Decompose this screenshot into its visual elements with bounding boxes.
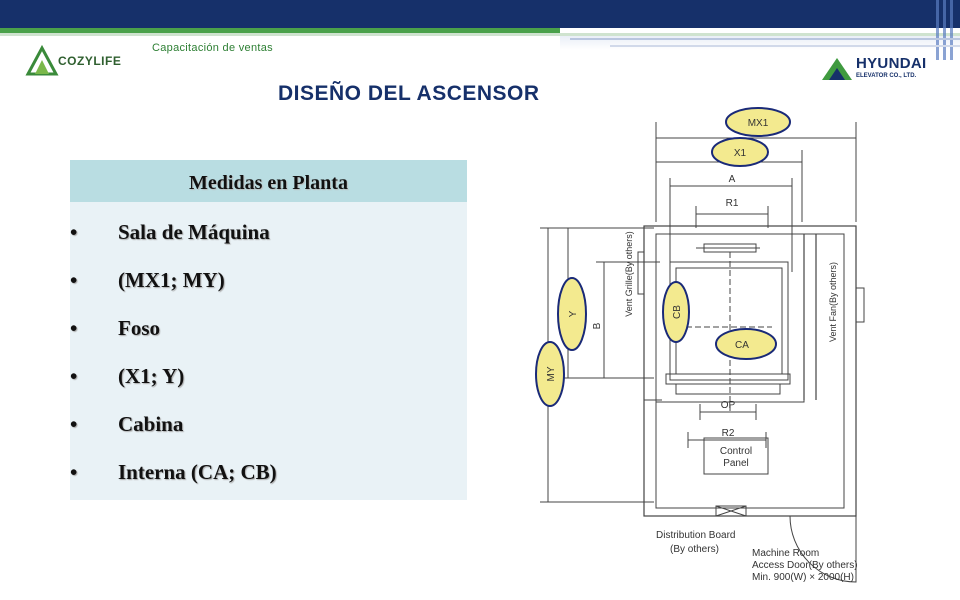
label-distribution-board-line2: (By others) [670, 544, 719, 555]
cozylife-mark-icon [25, 44, 59, 76]
label-a: A [729, 174, 736, 185]
label-distribution-board-line1: Distribution Board [656, 530, 735, 541]
label-my: MY [546, 366, 557, 381]
bullet-icon: • [70, 460, 78, 484]
label-control-panel-line2: Panel [723, 458, 749, 469]
header-rule [610, 45, 960, 47]
list-item-text: Foso [118, 316, 160, 340]
label-r2: R2 [722, 428, 735, 439]
floor-measures-panel: Medidas en Planta • Sala de Máquina • (MX1… [70, 160, 467, 500]
list-item: • Sala de Máquina [70, 220, 467, 268]
cozylife-logo-text: COZYLIFE [58, 54, 122, 68]
hyundai-logo: HYUNDAI ELEVATOR CO., LTD. [818, 52, 948, 86]
bullet-icon: • [70, 412, 78, 436]
highlight-markers [535, 107, 791, 407]
list-item-text: Interna (CA; CB) [118, 460, 277, 484]
label-mx1: MX1 [748, 118, 769, 129]
label-x1: X1 [734, 148, 747, 159]
label-vent-grille: Vent Grille(By others) [624, 231, 634, 317]
list-item-text: (MX1; MY) [118, 268, 225, 292]
label-access-door-line2: Access Door(By others) [752, 560, 858, 571]
bullet-icon: • [70, 220, 78, 244]
banner-stripe [950, 0, 953, 60]
bullet-icon: • [70, 364, 78, 388]
banner-stripe [936, 0, 939, 60]
label-vent-fan: Vent Fan(By others) [828, 262, 838, 342]
label-cb: CB [672, 305, 683, 319]
bullet-icon: • [70, 268, 78, 292]
list-item: • Cabina [70, 412, 467, 460]
list-item: • (X1; Y) [70, 364, 467, 412]
course-subtitle: Capacitación de ventas [152, 42, 273, 54]
page-title: DISEÑO DEL ASCENSOR [278, 82, 540, 105]
label-op: OP [721, 400, 736, 411]
banner-light-line [0, 33, 960, 36]
list-item-text: Cabina [118, 412, 184, 436]
elevator-plan-diagram: MX1 X1 A R1 B Y MY CB CA OP R2 Control P… [535, 107, 865, 583]
list-item: • (MX1; MY) [70, 268, 467, 316]
label-ca: CA [735, 340, 749, 351]
header-rule [570, 38, 960, 40]
hyundai-logo-text: HYUNDAI [856, 55, 927, 72]
label-access-door-line3: Min. 900(W) × 2000(H) [752, 572, 854, 583]
cozylife-logo: COZYLIFE [24, 42, 134, 82]
label-access-door-line1: Machine Room [752, 548, 819, 559]
bullet-icon: • [70, 316, 78, 340]
hyundai-mark-icon [822, 58, 852, 80]
label-b: B [592, 322, 603, 329]
banner-stripe [943, 0, 946, 60]
measure-list: •Sala de Máquina• (MX1; MY)•Foso•(X1; Y)… [70, 220, 467, 508]
hyundai-logo-tagline: ELEVATOR CO., LTD. [856, 73, 917, 79]
list-item-text: (X1; Y) [118, 364, 185, 388]
panel-heading: Medidas en Planta [70, 160, 467, 202]
banner-green-line [0, 28, 560, 33]
list-item: • Foso [70, 316, 467, 364]
label-y: Y [568, 310, 579, 317]
top-banner [0, 0, 960, 60]
list-item: • Interna (CA; CB) [70, 460, 467, 508]
list-item-text: Sala de Máquina [118, 220, 270, 244]
label-r1: R1 [726, 198, 739, 209]
label-control-panel-line1: Control [720, 446, 752, 457]
